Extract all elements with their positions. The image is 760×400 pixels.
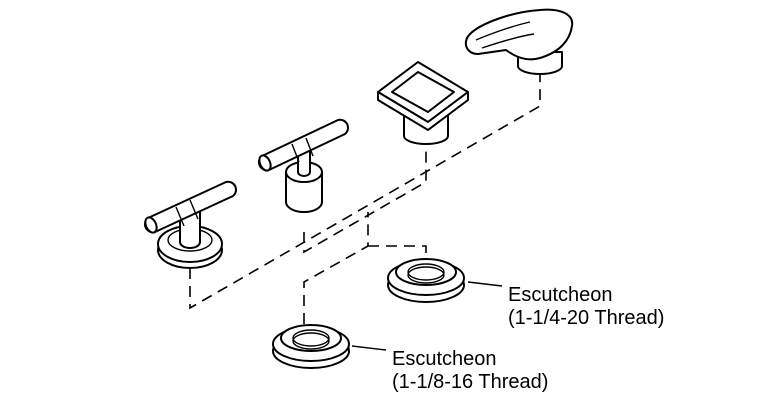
- callout-part-name: Escutcheon: [392, 348, 497, 370]
- callout-part-name: Escutcheon: [508, 284, 613, 306]
- t-lever-handle-middle: [258, 118, 349, 213]
- single-lever-handle: [464, 8, 574, 75]
- t-lever-handle-left: [144, 180, 237, 269]
- square-knob-handle: [377, 61, 469, 145]
- escutcheon-large: [387, 258, 465, 303]
- callout-escutcheon-large: Escutcheon (1-1/4-20 Thread): [508, 284, 664, 330]
- leader-line-escutcheon-large: [467, 281, 503, 287]
- callout-thread-spec: (1-1/4-20 Thread): [508, 307, 665, 329]
- callout-escutcheon-small: Escutcheon (1-1/8-16 Thread): [392, 348, 548, 394]
- leader-line-escutcheon-small: [351, 345, 387, 351]
- callout-thread-spec: (1-1/8-16 Thread): [392, 371, 549, 393]
- escutcheon-small: [272, 324, 350, 369]
- assembly-dash-lines: [189, 72, 541, 342]
